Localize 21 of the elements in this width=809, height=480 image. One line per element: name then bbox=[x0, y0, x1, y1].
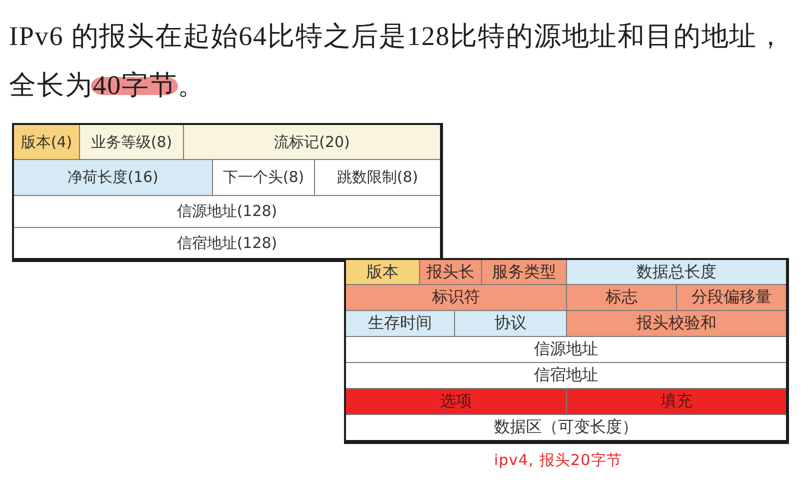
field-table bbox=[12, 123, 443, 262]
field-table bbox=[344, 258, 789, 444]
field-cell: 版本(4) bbox=[14, 125, 80, 160]
field-cell: 信宿地址 bbox=[346, 363, 786, 389]
field-cell: 数据总长度 bbox=[567, 260, 786, 285]
field-cell: 净荷长度(16) bbox=[14, 160, 213, 196]
field-cell: 标识符 bbox=[346, 285, 567, 311]
field-cell: 业务等级(8) bbox=[80, 125, 184, 160]
field-cell: 下一个头(8) bbox=[213, 160, 315, 196]
field-cell: 分段偏移量 bbox=[677, 285, 786, 311]
field-cell: 填充 bbox=[567, 389, 786, 415]
field-cell: 版本 bbox=[346, 260, 420, 285]
field-cell: 协议 bbox=[455, 311, 567, 337]
field-cell: 报头长 bbox=[420, 260, 482, 285]
field-cell: 选项 bbox=[346, 389, 567, 415]
field-cell: 流标记(20) bbox=[184, 125, 440, 160]
table-caption: ipv4, 报头20字节 bbox=[494, 451, 622, 470]
field-cell: 报头校验和 bbox=[567, 311, 786, 337]
field-cell: 生存时间 bbox=[346, 311, 455, 337]
field-cell: 服务类型 bbox=[482, 260, 567, 285]
field-cell: 标志 bbox=[567, 285, 677, 311]
